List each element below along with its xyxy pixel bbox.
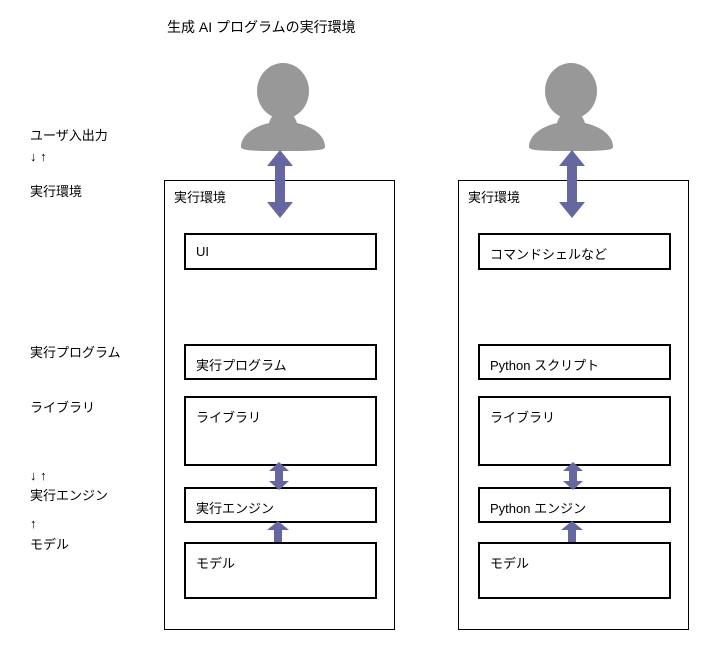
model-box-right-label: モデル — [490, 556, 530, 571]
bidirectional-arrow-icon — [559, 150, 585, 218]
user-icon — [241, 63, 325, 151]
env-label: 実行環境 — [174, 190, 227, 205]
ui-box-label: UI — [196, 244, 209, 259]
up-arrow-icon — [267, 521, 289, 542]
library-box-left: ライブラリ — [184, 396, 377, 466]
side-label-runtime-env: 実行環境 — [30, 184, 83, 199]
side-label-model-arrow: ↑ — [30, 516, 37, 531]
side-label-io-arrows: ↓ ↑ — [30, 149, 47, 164]
library-box-right: ライブラリ — [478, 396, 671, 466]
command-shell-box-label: コマンドシェルなど — [490, 247, 608, 262]
diagram-title: 生成 AI プログラムの実行環境 — [167, 19, 356, 35]
side-label-user-io: ユーザ入出力 — [30, 128, 108, 143]
side-label-exec-engine: 実行エンジン — [30, 488, 109, 503]
python-script-box: Python スクリプト — [478, 344, 671, 380]
bidirectional-arrow-icon — [269, 462, 289, 490]
library-box-left-label: ライブラリ — [196, 410, 262, 425]
python-script-box-label: Python スクリプト — [490, 358, 600, 373]
exec-engine-box: 実行エンジン — [184, 487, 377, 523]
bidirectional-arrow-icon — [563, 462, 583, 490]
side-label-model: モデル — [30, 537, 70, 552]
python-engine-box-label: Python エンジン — [490, 501, 587, 516]
exec-program-box: 実行プログラム — [184, 344, 377, 380]
env-box-right: 実行環境 コマンドシェルなど Python スクリプト ライブラリ Python… — [458, 180, 689, 630]
side-label-exec-program: 実行プログラム — [30, 345, 121, 360]
up-arrow-icon — [561, 521, 583, 542]
ui-box: UI — [184, 233, 377, 270]
model-box-left: モデル — [184, 542, 377, 599]
side-label-library: ライブラリ — [30, 400, 96, 415]
python-engine-box: Python エンジン — [478, 487, 671, 523]
exec-program-box-label: 実行プログラム — [196, 358, 287, 373]
user-icon — [529, 63, 613, 151]
library-box-right-label: ライブラリ — [490, 410, 556, 425]
env-box-left: 実行環境 UI 実行プログラム ライブラリ 実行エンジン モデル — [164, 180, 395, 630]
model-box-left-label: モデル — [196, 556, 236, 571]
model-box-right: モデル — [478, 542, 671, 599]
command-shell-box: コマンドシェルなど — [478, 233, 671, 270]
side-label-engine-arrows: ↓ ↑ — [30, 468, 47, 483]
exec-engine-box-label: 実行エンジン — [196, 501, 275, 516]
env-label: 実行環境 — [468, 190, 521, 205]
bidirectional-arrow-icon — [267, 150, 293, 218]
